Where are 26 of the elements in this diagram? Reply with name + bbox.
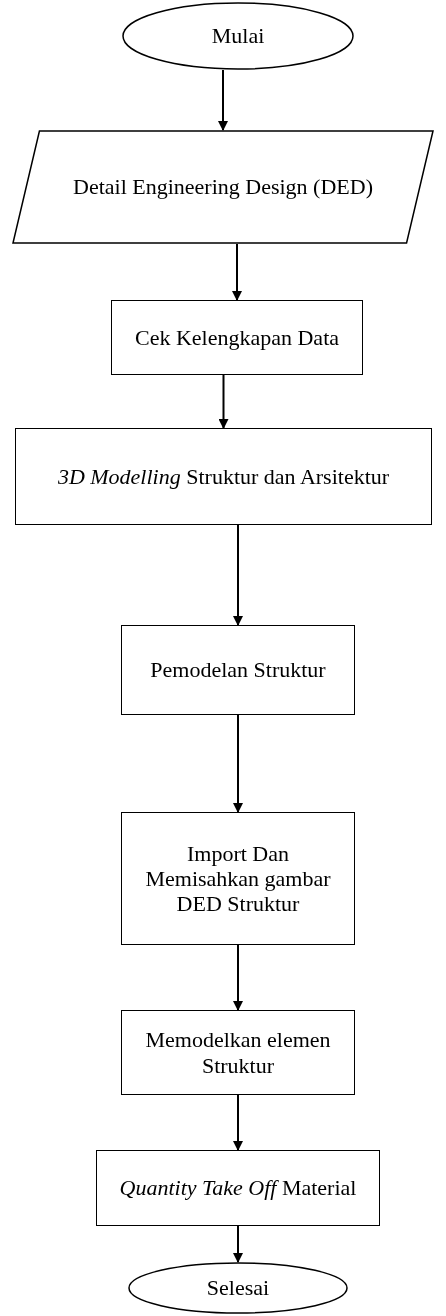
arrow (218, 374, 229, 429)
step-label: Mulai (211, 23, 265, 49)
process-box (121, 625, 355, 715)
step-label: Selesai (206, 1275, 270, 1301)
step-label: Cek Kelengkapan Data (135, 324, 339, 351)
step-label: Quantity Take Off Material (119, 1175, 357, 1201)
input-parallelogram (12, 130, 434, 244)
process-box (111, 300, 363, 375)
arrow (233, 1094, 243, 1151)
step-label: Detail Engineering Design (DED) (73, 174, 373, 200)
step-label: Import Dan Memisahkan gambar DED Struktur (144, 840, 332, 917)
end-terminal (128, 1262, 348, 1314)
process-box (121, 812, 355, 945)
step-label: Pemodelan Struktur (150, 657, 326, 683)
start-terminal (122, 2, 354, 70)
step-label: Memodelkan elemen Struktur (144, 1027, 332, 1078)
arrow (218, 69, 228, 131)
process-box (121, 1010, 355, 1095)
process-box (96, 1150, 380, 1226)
arrow (233, 524, 243, 626)
arrow (233, 1225, 243, 1263)
step-label: 3D Modelling Struktur dan Arsitektur (57, 463, 390, 490)
process-box (15, 428, 432, 525)
arrow (233, 714, 243, 813)
arrow (232, 243, 242, 301)
arrow (233, 944, 243, 1011)
